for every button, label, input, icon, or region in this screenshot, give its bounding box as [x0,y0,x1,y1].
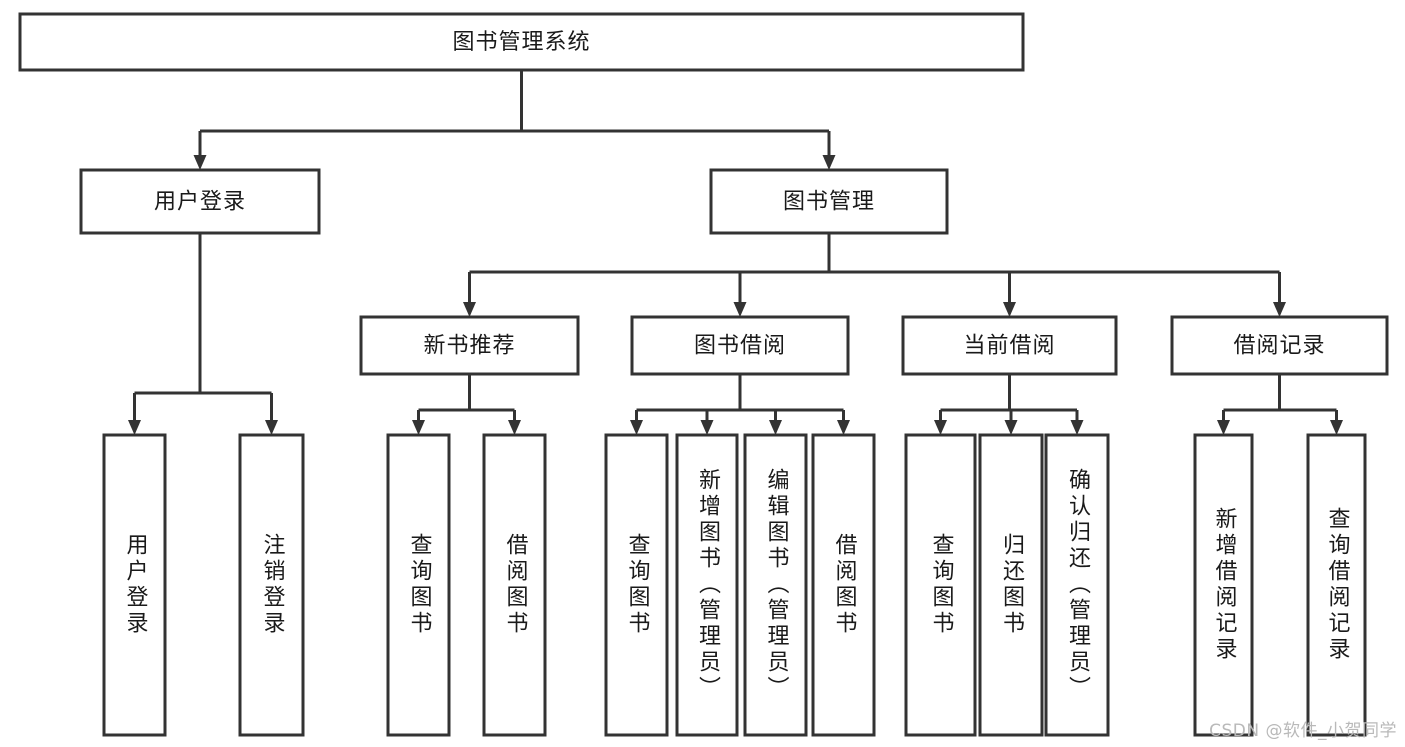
arrow-head-leaf-borrow-book [837,420,850,435]
arrow-head-borrow-record [1273,302,1286,317]
node-box-leaf-confirm-return-admin[interactable] [1044,433,1110,737]
node-box-new-book-recommend[interactable] [359,315,580,376]
node-box-current-borrow[interactable] [901,315,1118,376]
node-label-current-borrow: 当前借阅 [963,334,1055,359]
node-box-borrow-record[interactable] [1170,315,1389,376]
arrow-head-user-login [193,155,207,170]
connector-layer [128,70,1343,435]
arrow-head-leaf-confirm-return-admin [1070,420,1084,435]
watermark-text: CSDN @软件_小贺同学 [1209,721,1397,741]
arrow-head-leaf-query-book-new [412,420,425,435]
arrow-head-leaf-logout [265,420,278,435]
arrow-head-leaf-query-book-current [934,420,947,435]
arrow-head-current-borrow [1003,302,1016,317]
node-box-leaf-query-borrow-record[interactable] [1306,433,1367,737]
node-box-leaf-borrow-book[interactable] [811,433,876,737]
node-box-leaf-add-book-admin[interactable] [675,433,739,737]
node-box-leaf-user-login[interactable] [102,433,167,737]
node-label-book-manage: 图书管理 [783,190,875,215]
arrow-head-leaf-add-borrow-record [1217,420,1230,435]
arrow-head-leaf-user-login [128,420,141,435]
arrow-head-new-book-recommend [463,302,476,317]
node-box-leaf-return-book[interactable] [978,433,1044,737]
node-box-book-manage[interactable] [709,168,949,235]
arrow-head-leaf-return-book [1004,420,1018,435]
node-box-user-login[interactable] [79,168,321,235]
node-box-book-borrow[interactable] [630,315,850,376]
node-box-root[interactable] [18,12,1025,72]
node-box-leaf-add-borrow-record[interactable] [1193,433,1254,737]
node-label-borrow-record: 借阅记录 [1233,334,1325,359]
arrow-head-leaf-query-book-borrow [630,420,643,435]
node-label-user-login: 用户登录 [154,190,246,215]
node-box-leaf-borrow-book-new[interactable] [482,433,547,737]
node-box-leaf-query-book-borrow[interactable] [604,433,669,737]
node-label-root: 图书管理系统 [452,30,590,55]
arrow-head-book-manage [822,155,836,170]
arrow-head-leaf-query-borrow-record [1330,420,1343,435]
arrow-head-leaf-add-book-admin [700,420,714,435]
arrow-head-leaf-borrow-book-new [508,420,521,435]
node-label-book-borrow: 图书借阅 [694,334,786,359]
node-box-leaf-query-book-current[interactable] [904,433,977,737]
node-label-new-book-recommend: 新书推荐 [423,334,515,359]
node-box-layer [18,12,1389,737]
arrow-head-book-borrow [733,302,747,317]
node-box-leaf-query-book-new[interactable] [386,433,451,737]
arrow-head-leaf-edit-book-admin [769,420,782,435]
node-box-leaf-edit-book-admin[interactable] [743,433,808,737]
node-box-leaf-logout[interactable] [238,433,305,737]
